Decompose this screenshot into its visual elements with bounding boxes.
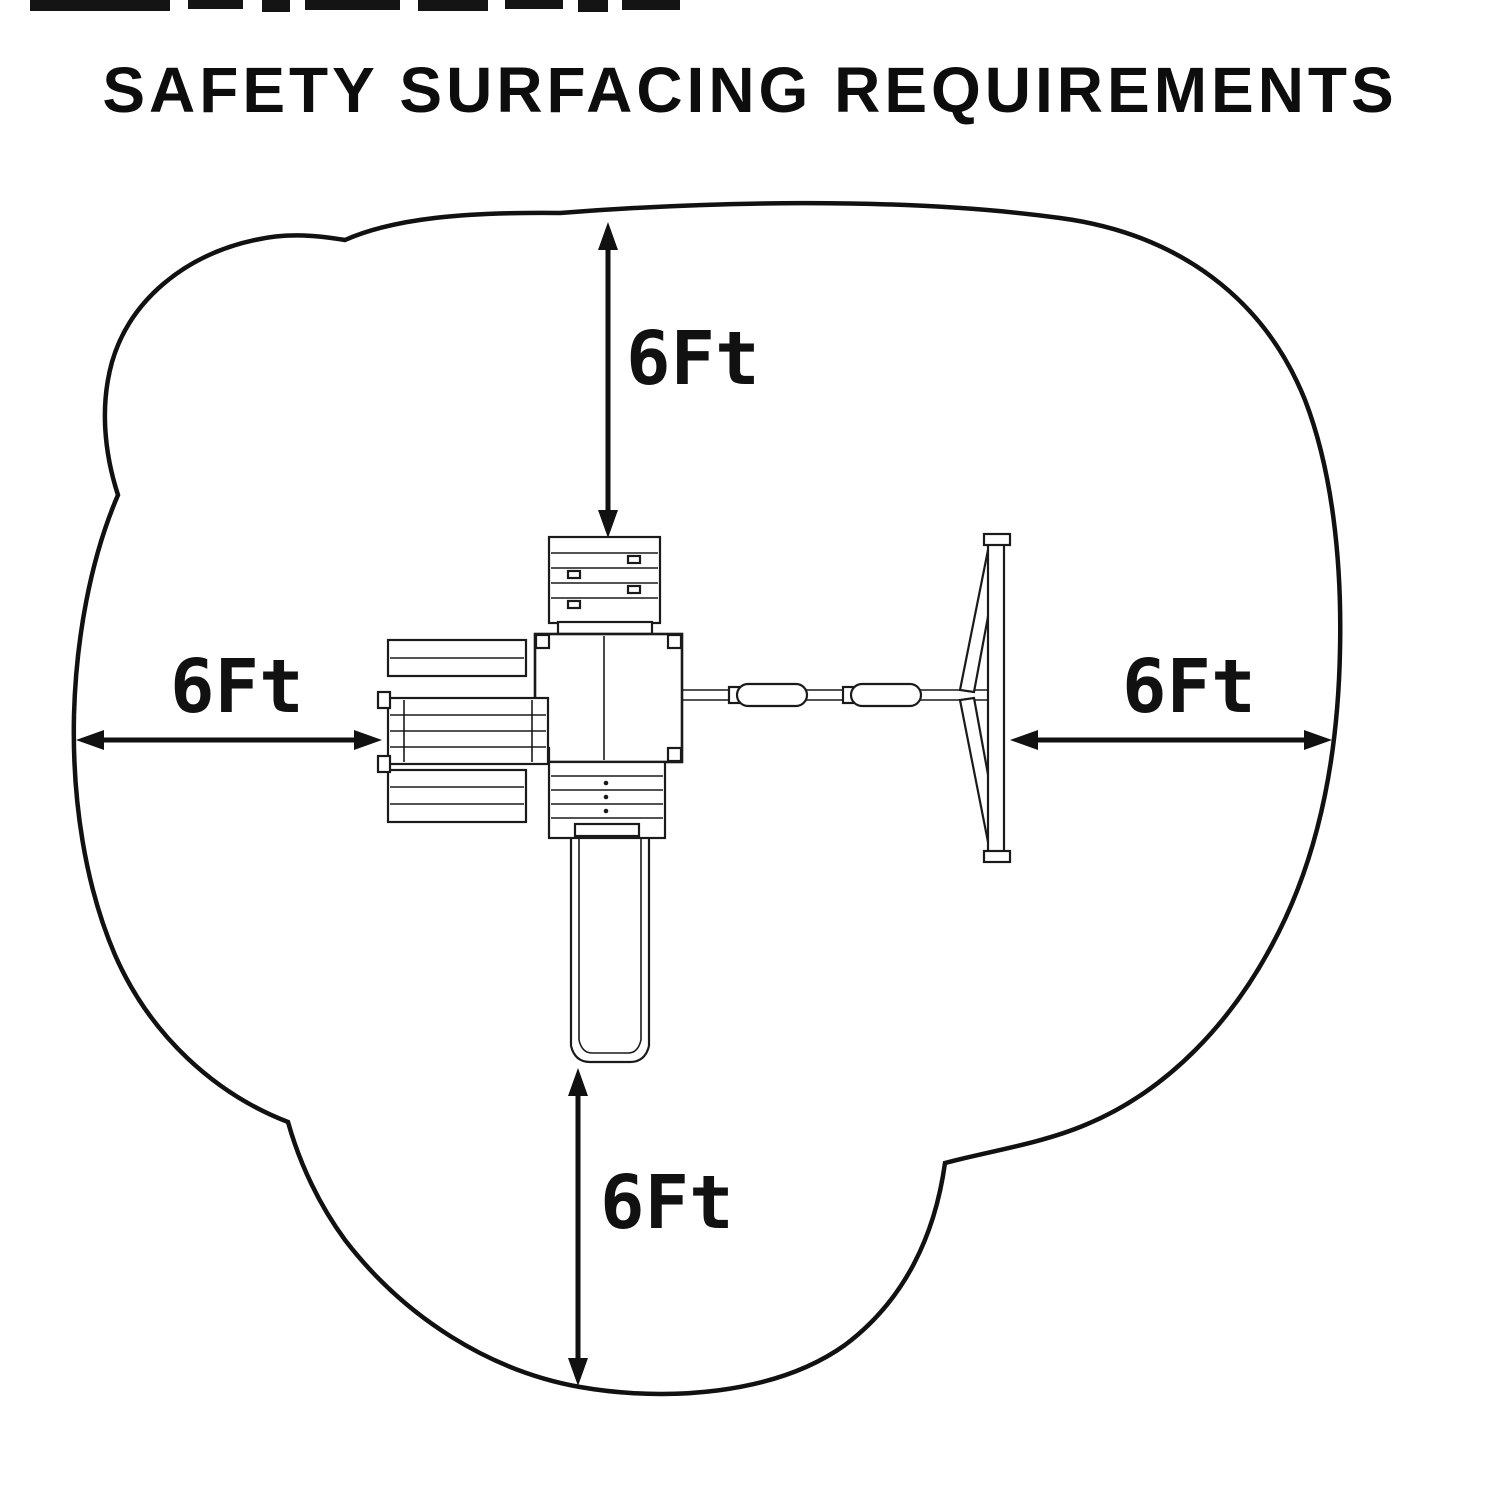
swing-seat <box>735 682 809 708</box>
climbing-module-top <box>547 535 662 636</box>
clearance-label-left: 6Ft <box>170 644 304 730</box>
playset-top-view <box>376 532 1012 1064</box>
lower-module <box>547 760 667 840</box>
swing-seat <box>849 682 923 708</box>
surfacing-boundary-outline <box>71 200 1343 1397</box>
a-frame <box>958 532 1012 864</box>
clearance-label-top: 6Ft <box>626 316 760 402</box>
dimension-arrow-top <box>598 222 618 538</box>
clearance-label-bottom: 6Ft <box>600 1160 734 1246</box>
dimension-arrow-bottom <box>568 1068 588 1386</box>
main-deck <box>533 632 684 764</box>
dimension-arrow-right <box>1010 730 1332 750</box>
left-climber <box>376 638 550 824</box>
cropped-text-fragment <box>30 0 680 12</box>
slide <box>569 838 651 1064</box>
page-title: SAFETY SURFACING REQUIREMENTS <box>102 54 1397 126</box>
clearance-label-right: 6Ft <box>1122 644 1256 730</box>
dimension-arrow-left <box>76 730 382 750</box>
